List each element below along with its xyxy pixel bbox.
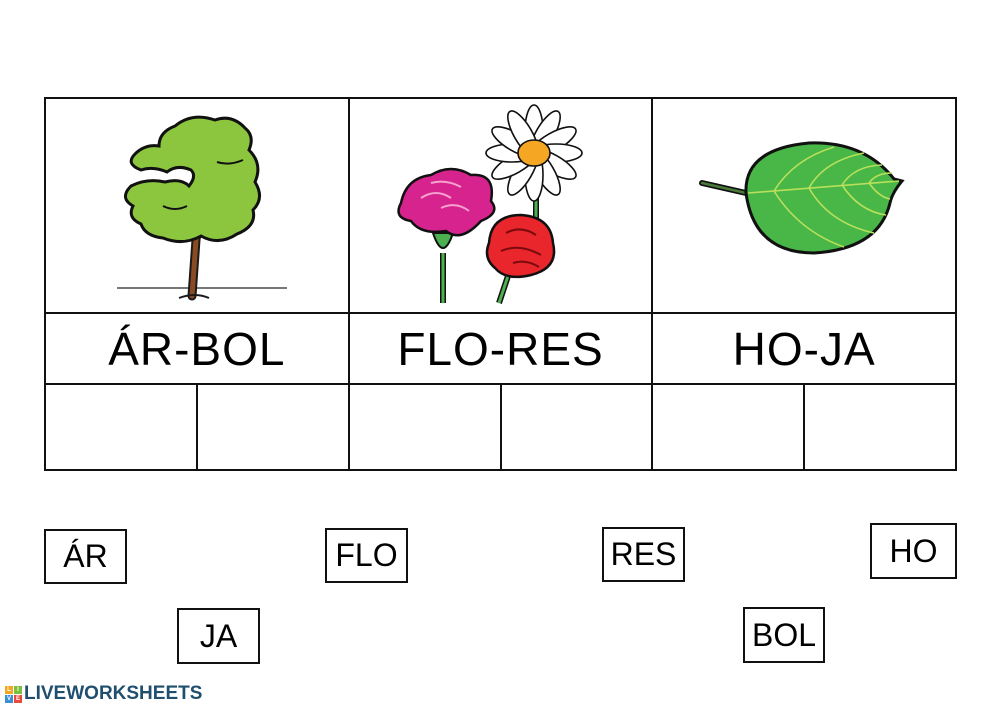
word-flores: FLO-RES: [350, 314, 654, 383]
drop-slot-flores-1[interactable]: [350, 385, 502, 469]
answer-pair-hoja: [653, 385, 955, 469]
tile-ho[interactable]: HO: [870, 523, 957, 579]
drop-slot-hoja-2[interactable]: [805, 385, 955, 469]
logo-letter-l: L: [5, 685, 13, 694]
tile-ar[interactable]: ÁR: [44, 529, 127, 584]
leaf-icon: [699, 140, 905, 255]
logo-letter-i: I: [14, 685, 22, 694]
picture-cell-hoja: [653, 99, 955, 312]
drop-slot-hoja-1[interactable]: [653, 385, 806, 469]
drop-slot-arbol-2[interactable]: [198, 385, 348, 469]
tile-bol[interactable]: BOL: [743, 607, 825, 663]
tile-res[interactable]: RES: [602, 527, 685, 582]
word-hoja: HO-JA: [732, 322, 876, 375]
brand-name: LIVEWORKSHEETS: [24, 683, 203, 704]
picture-cell-flores: [350, 99, 654, 312]
liveworksheets-brand: L I V E LIVEWORKSHEETS: [5, 683, 203, 704]
drop-slot-arbol-1[interactable]: [46, 385, 198, 469]
logo-letter-e: E: [14, 694, 22, 703]
logo-letter-v: V: [5, 694, 13, 703]
liveworksheets-logo-icon: L I V E: [5, 685, 22, 703]
picture-row: [46, 99, 955, 314]
answer-pair-flores: [350, 385, 654, 469]
drop-slot-flores-2[interactable]: [502, 385, 652, 469]
worksheet-grid: ÁR-BOL FLO-RES HO-JA: [44, 97, 957, 471]
word-arbol: ÁR-BOL: [46, 314, 350, 383]
word-row: ÁR-BOL FLO-RES HO-JA: [46, 314, 955, 385]
tree-icon: [116, 115, 287, 300]
picture-cell-arbol: [46, 99, 350, 312]
answer-pair-arbol: [46, 385, 350, 469]
flowers-icon: [396, 104, 583, 304]
tile-flo[interactable]: FLO: [325, 528, 408, 583]
answer-row: [46, 385, 955, 469]
tile-ja[interactable]: JA: [177, 608, 260, 664]
